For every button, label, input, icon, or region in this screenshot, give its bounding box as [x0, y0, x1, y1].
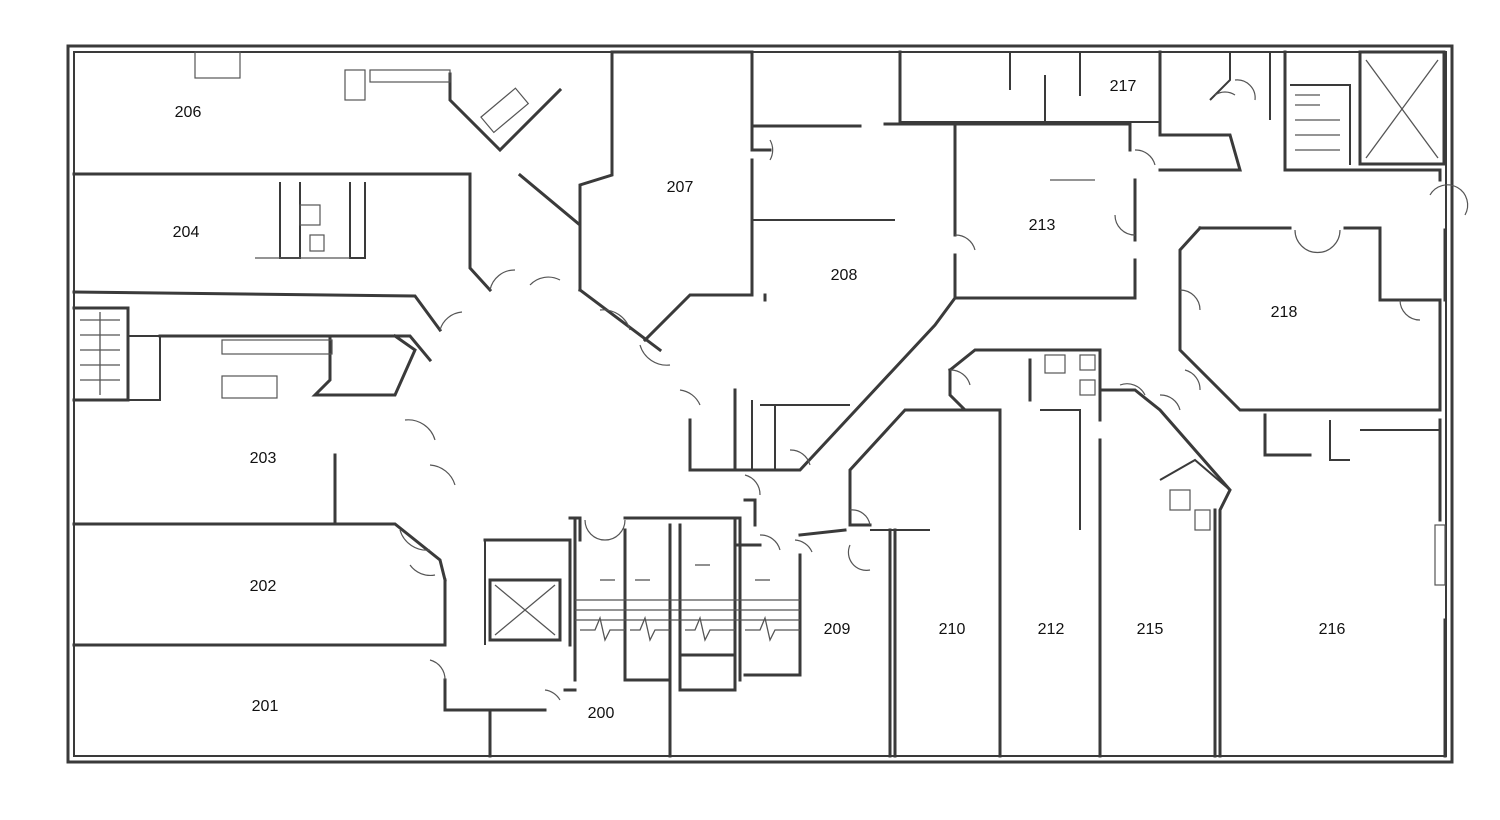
- room-203-label: 203: [250, 450, 277, 467]
- room-218-label: 218: [1271, 304, 1298, 321]
- room-212-label: 212: [1038, 621, 1065, 638]
- room-217-label: 217: [1110, 78, 1137, 95]
- room-204-label: 204: [173, 224, 200, 241]
- room-215-label: 215: [1137, 621, 1164, 638]
- room-213-label: 213: [1029, 217, 1056, 234]
- room-206-label: 206: [175, 104, 202, 121]
- outer-wall: [66, 44, 1454, 764]
- interior-walls: [72, 50, 1447, 758]
- door-swings: [399, 79, 1469, 701]
- room-200-label: 200: [588, 705, 615, 722]
- room-201-label: 201: [252, 698, 279, 715]
- room-208-label: 208: [831, 267, 858, 284]
- room-202-label: 202: [250, 578, 277, 595]
- room-207-label: 207: [667, 179, 694, 196]
- room-209-label: 209: [824, 621, 851, 638]
- room-216-label: 216: [1319, 621, 1346, 638]
- room-210-label: 210: [939, 621, 966, 638]
- room-labels: 200 201 202 203 204 206 207 208 209 210 …: [173, 78, 1346, 722]
